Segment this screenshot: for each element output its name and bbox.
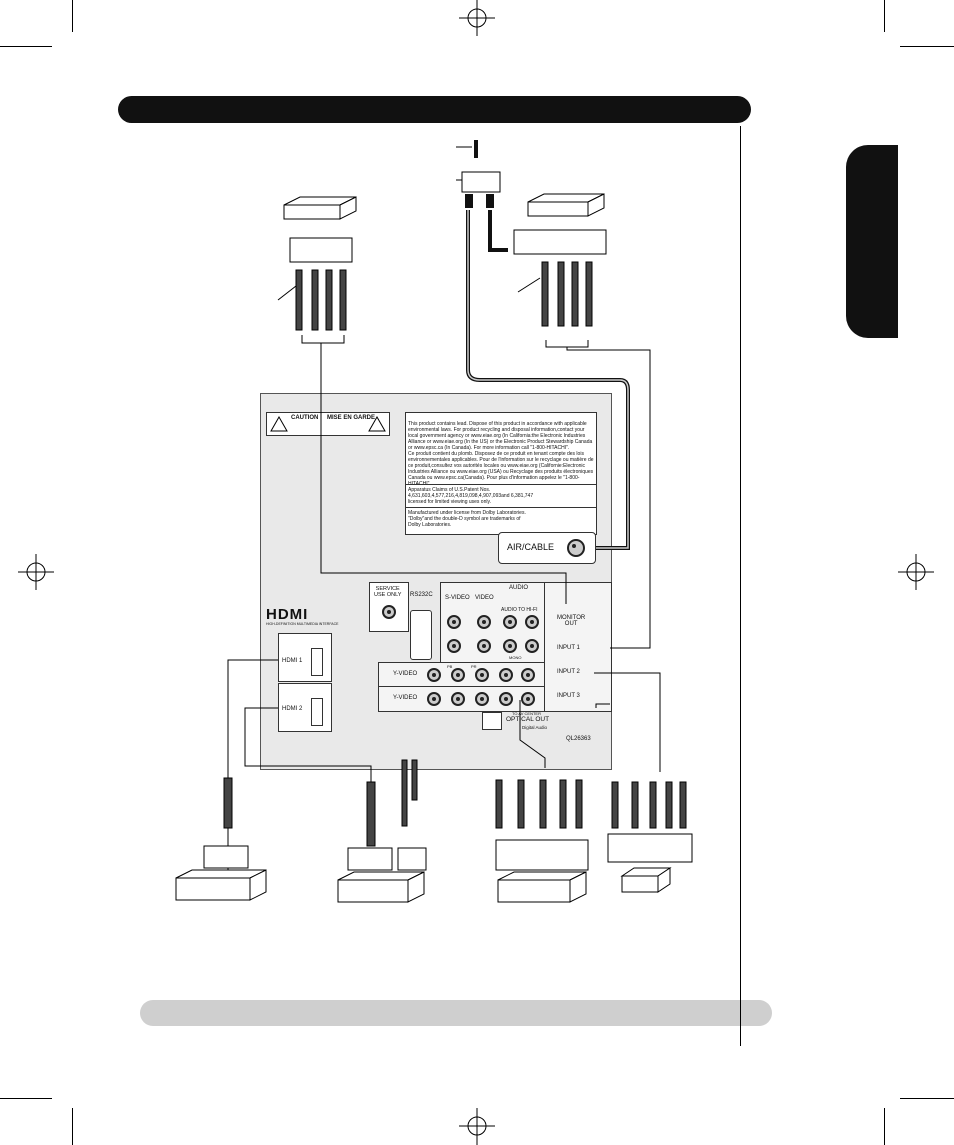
dvd-player-icon <box>337 847 427 903</box>
input-label-column: MONITOR OUT INPUT 1 INPUT 2 INPUT 3 <box>544 582 612 712</box>
input3-label: INPUT 3 <box>557 693 580 699</box>
coax-jack-icon[interactable] <box>567 539 585 557</box>
coax-cable-short <box>488 210 508 252</box>
input2-row: Y-VIDEO PB PR <box>378 662 546 688</box>
hdmi1-label: HDMI 1 <box>282 658 303 664</box>
pb3-jack-icon[interactable] <box>451 692 465 706</box>
input2-label: INPUT 2 <box>557 669 580 675</box>
crop-mark <box>900 46 954 47</box>
mono-label: MONO <box>509 655 522 660</box>
lead-notice-fr: Ce produit contient du plomb. Disposez d… <box>408 451 594 485</box>
air-cable-terminal[interactable]: AIR/CABLE <box>498 532 596 564</box>
hdmi1-port-block: HDMI 1 <box>278 633 332 682</box>
crop-mark <box>884 1108 885 1145</box>
pb2-label: PB <box>447 664 453 669</box>
pr3-jack-icon[interactable] <box>475 692 489 706</box>
av-center-label: TO AV CENTER <box>512 711 541 716</box>
pb2-jack-icon[interactable] <box>451 668 465 682</box>
monitor-out-label: MONITOR OUT <box>557 615 586 627</box>
audio-label: AUDIO <box>509 585 529 591</box>
caution-en: CAUTION <box>291 415 319 421</box>
input1-block: S-VIDEO VIDEO AUDIO AUDIO TO HI-FI MONO <box>440 582 546 664</box>
crop-mark <box>72 0 73 32</box>
hdmi-device-icon <box>175 845 267 901</box>
vcr-icon <box>283 196 357 263</box>
set-top-box-icon <box>607 833 693 893</box>
audio-r-hifi-jack-icon[interactable] <box>525 615 539 629</box>
crop-mark <box>0 46 52 47</box>
y2-jack-icon[interactable] <box>427 668 441 682</box>
footer-bar <box>140 1000 772 1026</box>
cable-box-icon <box>513 193 607 255</box>
hdmi-tagline: HIGH-DEFINITION MULTIMEDIA INTERFACE <box>266 622 339 626</box>
optical-out-port[interactable] <box>482 712 502 730</box>
rs232c-label: RS232C <box>410 592 433 598</box>
service-port: SERVICE USE ONLY <box>369 582 409 632</box>
lead-notice-en: This product contains lead. Dispose of t… <box>408 421 593 451</box>
crop-mark <box>900 1098 954 1099</box>
audio-l-input1-jack-icon[interactable] <box>503 639 517 653</box>
video-monitor-jack-icon[interactable] <box>477 615 491 629</box>
pr2-jack-icon[interactable] <box>475 668 489 682</box>
model-number: QL26363 <box>566 736 591 742</box>
hdmi2-port[interactable] <box>311 698 323 726</box>
title-bar <box>118 96 751 123</box>
audio-r-input1-jack-icon[interactable] <box>525 639 539 653</box>
component-cable-icon <box>611 781 687 829</box>
audio-r2-jack-icon[interactable] <box>521 668 535 682</box>
coax-cable <box>466 210 630 550</box>
svideo1-jack-icon[interactable] <box>447 615 461 629</box>
service-jack-icon <box>382 605 396 619</box>
y3-jack-icon[interactable] <box>427 692 441 706</box>
lead-notice: This product contains lead. Dispose of t… <box>405 412 597 486</box>
digital-audio-label: Digital Audio <box>522 725 548 730</box>
input1-label: INPUT 1 <box>557 645 580 651</box>
side-tab <box>846 145 898 338</box>
crop-mark <box>884 0 885 32</box>
hdmi1-port[interactable] <box>311 648 323 676</box>
input3-row: Y-VIDEO <box>378 686 546 712</box>
audio-hifi-label: AUDIO TO HI-FI <box>501 607 538 613</box>
y-video-3-label: Y-VIDEO <box>393 695 418 701</box>
svideo-label: S-VIDEO <box>445 595 470 601</box>
hdmi-cable-icon <box>223 777 233 829</box>
air-cable-label: AIR/CABLE <box>507 542 555 552</box>
svideo-cable-icon <box>277 269 347 344</box>
audio-r3-jack-icon[interactable] <box>521 692 535 706</box>
crop-mark <box>0 1098 52 1099</box>
audio-l-hifi-jack-icon[interactable] <box>503 615 517 629</box>
audio-l3-jack-icon[interactable] <box>499 692 513 706</box>
hdmi-logo: HDMI <box>266 606 309 623</box>
svideo-input1-jack-icon[interactable] <box>447 639 461 653</box>
pr2-label: PR <box>471 664 477 669</box>
optical-out-label: OPTICAL OUT <box>506 716 550 723</box>
audio-cable-icon <box>495 779 583 829</box>
video-input1-jack-icon[interactable] <box>477 639 491 653</box>
caution-fr: MISE EN GARDE <box>327 415 376 421</box>
y-video-2-label: Y-VIDEO <box>393 671 418 677</box>
caution-label: CAUTION MISE EN GARDE <box>266 412 390 436</box>
crop-mark <box>72 1108 73 1145</box>
hdmi2-port-block: HDMI 2 <box>278 683 332 732</box>
rs232c-port[interactable] <box>410 610 432 660</box>
service-label: SERVICE USE ONLY <box>374 586 402 598</box>
dvi-cable-icon <box>366 759 418 847</box>
warning-icon <box>270 415 386 432</box>
rca-cable-icon <box>517 261 593 348</box>
video-label: VIDEO <box>475 595 494 601</box>
audio-l2-jack-icon[interactable] <box>499 668 513 682</box>
component-device-icon <box>495 839 589 903</box>
page-rule <box>740 126 741 1046</box>
patent-notice: Apparatus Claims of U.S.Patent Nos. 4,63… <box>405 484 597 508</box>
cable-routes <box>227 343 661 870</box>
hdmi2-label: HDMI 2 <box>282 706 303 712</box>
rf-splitter-icon <box>456 140 501 208</box>
